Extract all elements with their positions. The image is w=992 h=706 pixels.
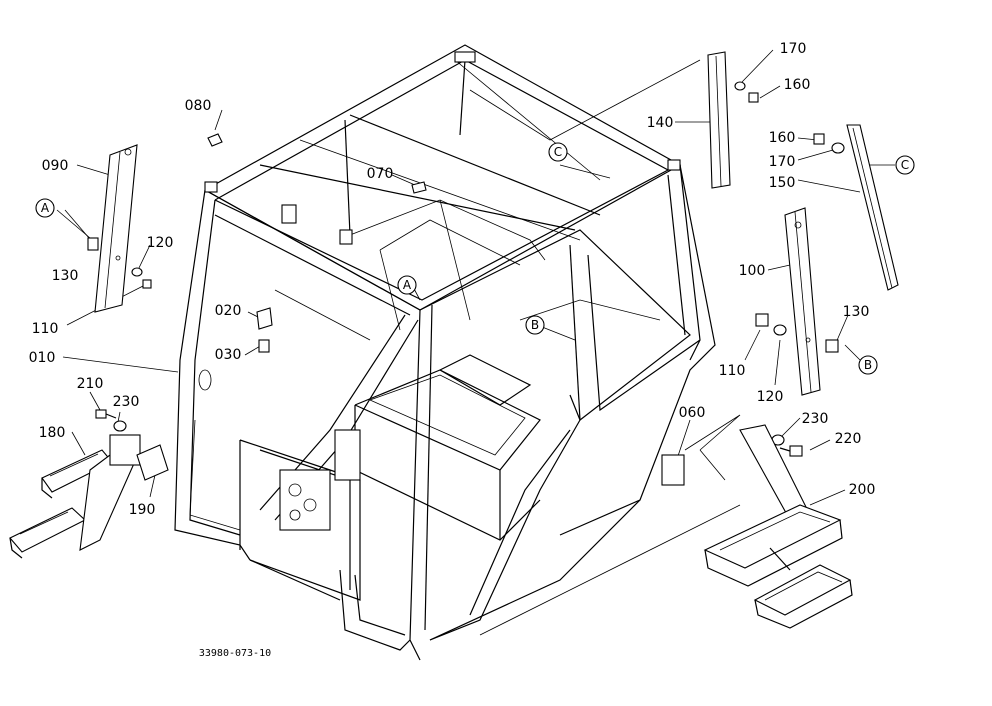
callout-C-right: C [895, 155, 915, 175]
cab-frame [174, 44, 716, 661]
label-200: 200 [849, 482, 876, 498]
clip-070 [411, 181, 427, 194]
bracket-020 [256, 307, 273, 330]
svg-text:C: C [554, 145, 562, 159]
step-200 [703, 424, 853, 629]
label-060: 060 [679, 405, 706, 421]
label-120-left: 120 [147, 235, 174, 251]
label-130-right: 130 [843, 304, 870, 320]
step-180 [9, 434, 141, 559]
step-bracket-060 [661, 454, 685, 486]
washer-170-right [831, 142, 845, 154]
washer-230-left [113, 420, 127, 432]
callout-A-center: A [397, 275, 417, 295]
label-170-top: 170 [780, 41, 807, 57]
callout-B-center: B [525, 315, 545, 335]
label-230-left: 230 [113, 394, 140, 410]
label-030: 030 [215, 347, 242, 363]
label-170-right: 170 [769, 154, 796, 170]
callout-B-right: B [858, 355, 878, 375]
label-160-top: 160 [784, 77, 811, 93]
svg-text:A: A [41, 201, 50, 215]
part-labels: 080 090 070 130 120 110 020 030 010 210 … [29, 41, 876, 518]
label-210: 210 [77, 376, 104, 392]
bolt-110-left [142, 279, 152, 289]
pillar-cover-150 [846, 124, 899, 291]
bolt-220 [779, 445, 803, 457]
svg-text:B: B [531, 318, 539, 332]
pillar-cover-090 [94, 144, 138, 313]
label-230-right: 230 [802, 411, 829, 427]
label-190: 190 [129, 502, 156, 518]
clamp-030 [258, 339, 270, 353]
svg-text:B: B [864, 358, 872, 372]
label-100: 100 [739, 263, 766, 279]
label-070: 070 [367, 166, 394, 182]
label-150: 150 [769, 175, 796, 191]
drawing-number: 33980-073-10 [199, 648, 271, 659]
label-110-left: 110 [32, 321, 59, 337]
bolt-130-left [87, 237, 99, 251]
svg-text:C: C [901, 158, 909, 172]
label-160-right: 160 [769, 130, 796, 146]
bolt-160-right [813, 133, 825, 145]
label-090: 090 [42, 158, 69, 174]
label-140: 140 [647, 115, 674, 131]
label-220: 220 [835, 431, 862, 447]
washer-120-right [773, 324, 787, 336]
pillar-cover-140 [707, 51, 731, 189]
label-120-right: 120 [757, 389, 784, 405]
clip-080 [207, 133, 223, 147]
svg-text:A: A [403, 278, 412, 292]
label-020: 020 [215, 303, 242, 319]
bolt-130-right [825, 339, 839, 353]
bolt-210 [95, 409, 117, 419]
label-010: 010 [29, 350, 56, 366]
washer-170-top [734, 81, 746, 91]
washer-120-left [131, 267, 143, 277]
label-080: 080 [185, 98, 212, 114]
label-180: 180 [39, 425, 66, 441]
label-110-right: 110 [719, 363, 746, 379]
label-130-left: 130 [52, 268, 79, 284]
plate-190 [136, 444, 169, 481]
bolt-160-top [748, 92, 759, 103]
callout-C-center: C [548, 142, 568, 162]
pillar-cover-100 [784, 207, 821, 396]
bolt-110-right [755, 313, 769, 327]
callout-A-left: A [35, 198, 55, 218]
